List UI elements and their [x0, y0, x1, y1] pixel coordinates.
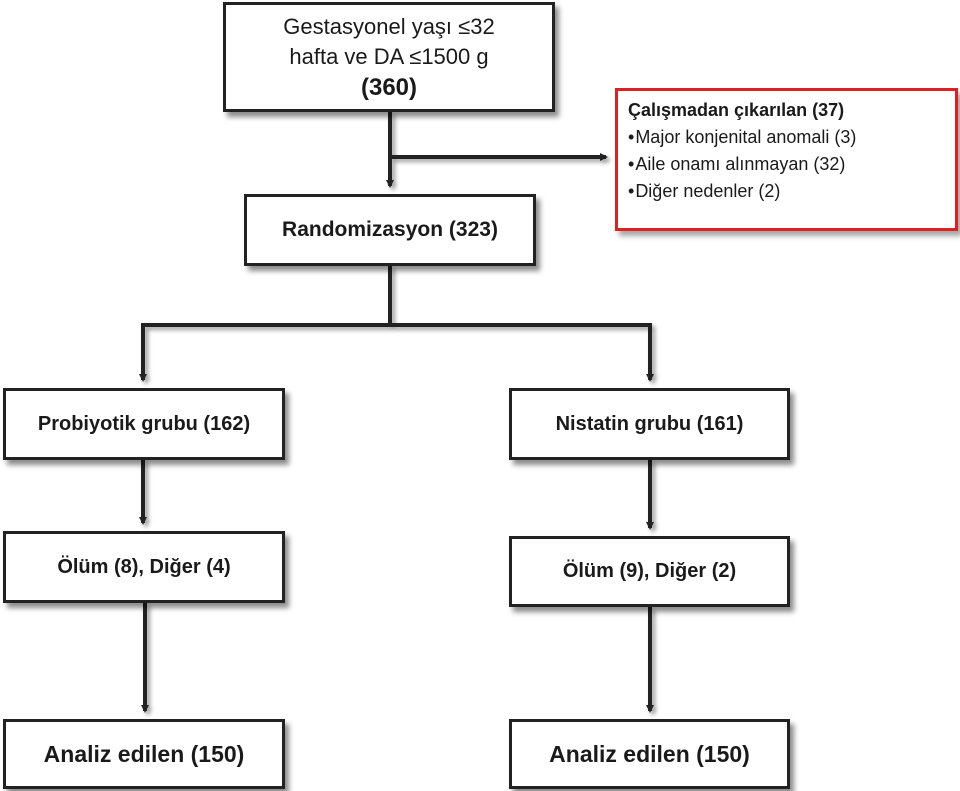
randomization-label: Randomizasyon (323)	[282, 218, 498, 241]
probiotic-analyzed-box: Analiz edilen (150)	[3, 719, 285, 789]
probiotic-loss-label: Ölüm (8), Diğer (4)	[57, 555, 231, 578]
exclusion-item: •Major konjenital anomali (3)	[628, 127, 857, 147]
probiotic-group-label: Probiyotik grubu (162)	[37, 412, 251, 435]
probiotic-loss-box: Ölüm (8), Diğer (4)	[3, 531, 285, 603]
eligibility-count: (360)	[360, 74, 418, 101]
exclusion-title: Çalışmadan çıkarılan (37)	[628, 100, 845, 120]
probiotic-group-box: Probiyotik grubu (162)	[3, 388, 285, 460]
eligibility-line-1: Gestasyonel yaşı ≤32	[283, 14, 495, 39]
nystatin-loss-box: Ölüm (9), Diğer (2)	[509, 536, 790, 607]
nystatin-group-box: Nistatin grubu (161)	[509, 388, 790, 460]
nystatin-loss-label: Ölüm (9), Diğer (2)	[562, 560, 737, 582]
eligibility-box: Gestasyonel yaşı ≤32 hafta ve DA ≤1500 g…	[223, 2, 555, 112]
nystatin-analyzed-label: Analiz edilen (150)	[549, 740, 750, 767]
exclusion-item: •Diğer nedenler (2)	[628, 181, 781, 201]
randomization-box: Randomizasyon (323)	[244, 194, 536, 266]
nystatin-group-label: Nistatin grubu (161)	[555, 412, 744, 435]
probiotic-analyzed-label: Analiz edilen (150)	[43, 740, 245, 767]
nystatin-analyzed-box: Analiz edilen (150)	[509, 719, 790, 789]
exclusion-item: •Aile onamı alınmayan (32)	[628, 154, 846, 174]
eligibility-line-2: hafta ve DA ≤1500 g	[289, 44, 489, 69]
exclusion-box: Çalışmadan çıkarılan (37) •Major konjeni…	[615, 88, 958, 231]
